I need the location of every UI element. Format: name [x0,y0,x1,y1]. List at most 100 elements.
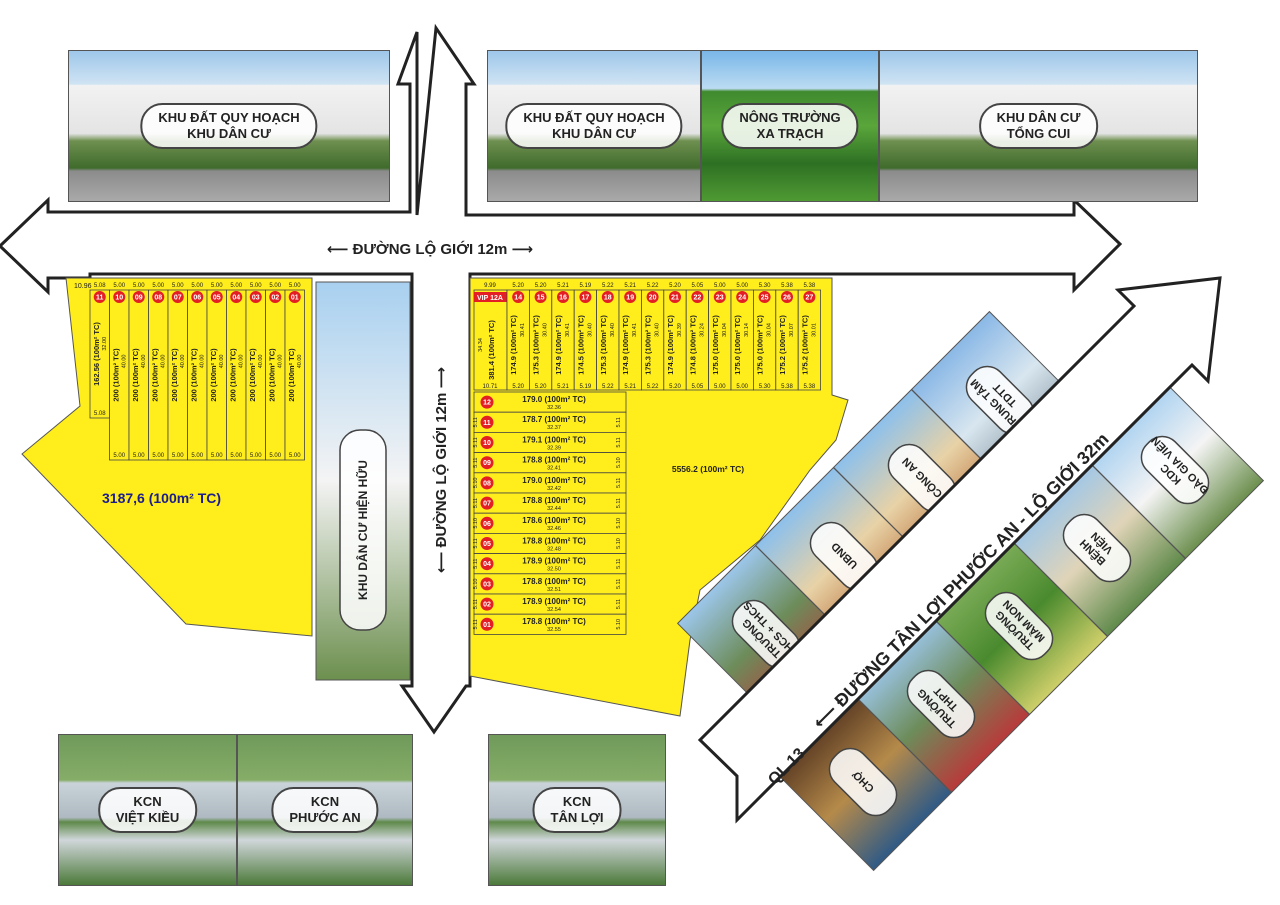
lot-top-dim: 5.00 [250,283,262,289]
lot-area: 200 (100m² TC) [170,348,179,402]
lot-top-dim: 5.00 [191,283,203,289]
lot-bottom-dim: 5.22 [602,384,614,390]
lot-right-dim: 5.10 [616,518,622,529]
lot-bottom-dim: 5.00 [113,453,125,459]
amenity-pill [984,591,1054,661]
road-horizontal-label: ⟵ ĐƯỜNG LỘ GIỚI 12m ⟶ [327,240,533,258]
lot-depth: 40.00 [277,355,283,369]
lot-number-badge [480,537,494,550]
lot-depth: 30.41 [565,323,571,337]
lot-area: 200 (100m² TC) [209,348,218,402]
road-outline [0,23,1123,735]
lot-top-dim: 5.00 [289,283,301,289]
lot-right-dim: 5.11 [616,498,622,508]
lot-top-dim: 5.00 [113,283,125,289]
lot-number-badge [557,291,569,303]
lot-number: 22 [694,295,702,302]
lot-number-badge [480,395,494,409]
lot-number-badge [480,476,494,490]
lot-number-badge [691,291,704,303]
lot-bottom-dim: 5.00 [714,384,726,390]
lot-depth: 40.00 [219,355,225,369]
amenity-pill [828,747,898,817]
lot-left-dim: 5.11 [473,599,479,609]
lot-number: 01 [483,622,491,629]
lot-number-badge [113,291,126,303]
lot-area: 200 (100m² TC) [228,348,237,402]
lot-area: 175.3 (100m² TC) [599,315,608,375]
lot-number: 20 [649,295,657,302]
lot-top-dim: 5.08 [94,283,106,289]
lot-depth: 30.40 [610,323,616,337]
lot-number-badge [781,291,793,303]
lot-top-dim: 5.00 [172,283,184,289]
lot-top-dim: 5.38 [781,283,793,289]
lot-number: 26 [783,295,791,302]
lot-area: 178.8 (100m² TC) [522,456,586,465]
lot-depth: 32.50 [547,567,561,573]
lot-number-badge [480,597,494,611]
lot-area: 179.0 (100m² TC) [522,395,586,404]
lot-area: 179.0 (100m² TC) [522,476,586,485]
lot-area: 200 (100m² TC) [248,348,257,402]
lot-number: 05 [213,295,221,302]
lot-area: 174.5 (100m² TC) [576,315,585,375]
lot-depth: 40.00 [238,355,244,369]
lot-area: 178.8 (100m² TC) [522,577,586,586]
lot-bottom-dim: 5.00 [172,453,184,459]
diagonal-road-outline [697,276,1222,824]
lot-left-dim: 5.11 [473,559,479,569]
lot-number: 25 [761,295,769,302]
lot-left-dim: 5.11 [473,498,479,508]
lot-area: 175.3 (100m² TC) [644,315,653,375]
lot-number-badge [803,291,816,303]
lot-left-dim: 5.10 [473,518,479,529]
lot-bottom-dim: 5.00 [269,453,281,459]
lot-top-dim: 5.22 [647,283,659,289]
lot-number: 01 [291,295,299,302]
lot-area: 174.9 (100m² TC) [666,315,675,375]
lot-bottom-dim: 5.22 [647,384,659,390]
lot-27-top [797,289,822,391]
lot-depth: 30.40 [655,323,661,337]
lot-number: 23 [716,295,724,302]
lot-area: 162.56 (100m² TC) [92,322,101,386]
lot-depth: 30.14 [744,323,750,337]
existing-residential-pill [339,429,387,631]
lot-area: 178.6 (100m² TC) [522,516,586,525]
lot-number: 07 [174,295,182,302]
lot-area: 200 (100m² TC) [131,348,140,402]
lot-number: 27 [806,295,814,302]
lot-number-badge [249,291,262,303]
lot-bottom-dim: 5.21 [557,384,569,390]
lot-number-badge [601,291,614,303]
lot-top-dim: 5.00 [736,283,748,289]
road-network: ⟵ ĐƯỜNG LỘ GIỚI 12m ⟶⟵ ĐƯỜNG LỘ GIỚI 12m… [0,23,1123,735]
lot-area: 175.3 (100m² TC) [532,315,541,375]
lot-top-dim: 5.00 [714,283,726,289]
lot-depth: 40.00 [180,355,186,369]
lot-depth: 40.00 [258,355,264,369]
lot-number-badge [579,291,592,303]
lot-number: 16 [559,295,567,302]
lot-left-dim: 5.10 [473,478,479,489]
lot-depth: 30.24 [699,323,705,337]
lot-depth: 32.36 [547,405,561,411]
lot-top-dim: 5.38 [804,283,816,289]
lot-right-dim: 5.11 [616,599,622,609]
corner-dim: 10.96 [74,283,92,290]
lot-depth: 30.40 [587,323,593,337]
lot-depth: 32.37 [547,425,561,431]
